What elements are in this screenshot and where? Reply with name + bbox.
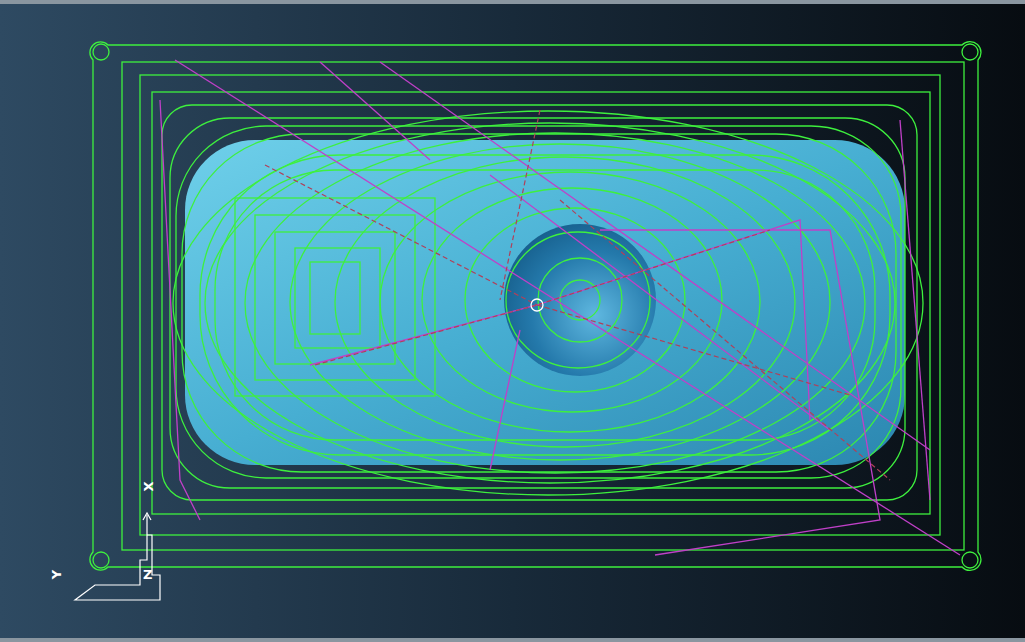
x-axis-label: X [142,481,155,491]
z-axis-label: Z [143,568,152,581]
y-axis-label: Y [50,570,63,579]
